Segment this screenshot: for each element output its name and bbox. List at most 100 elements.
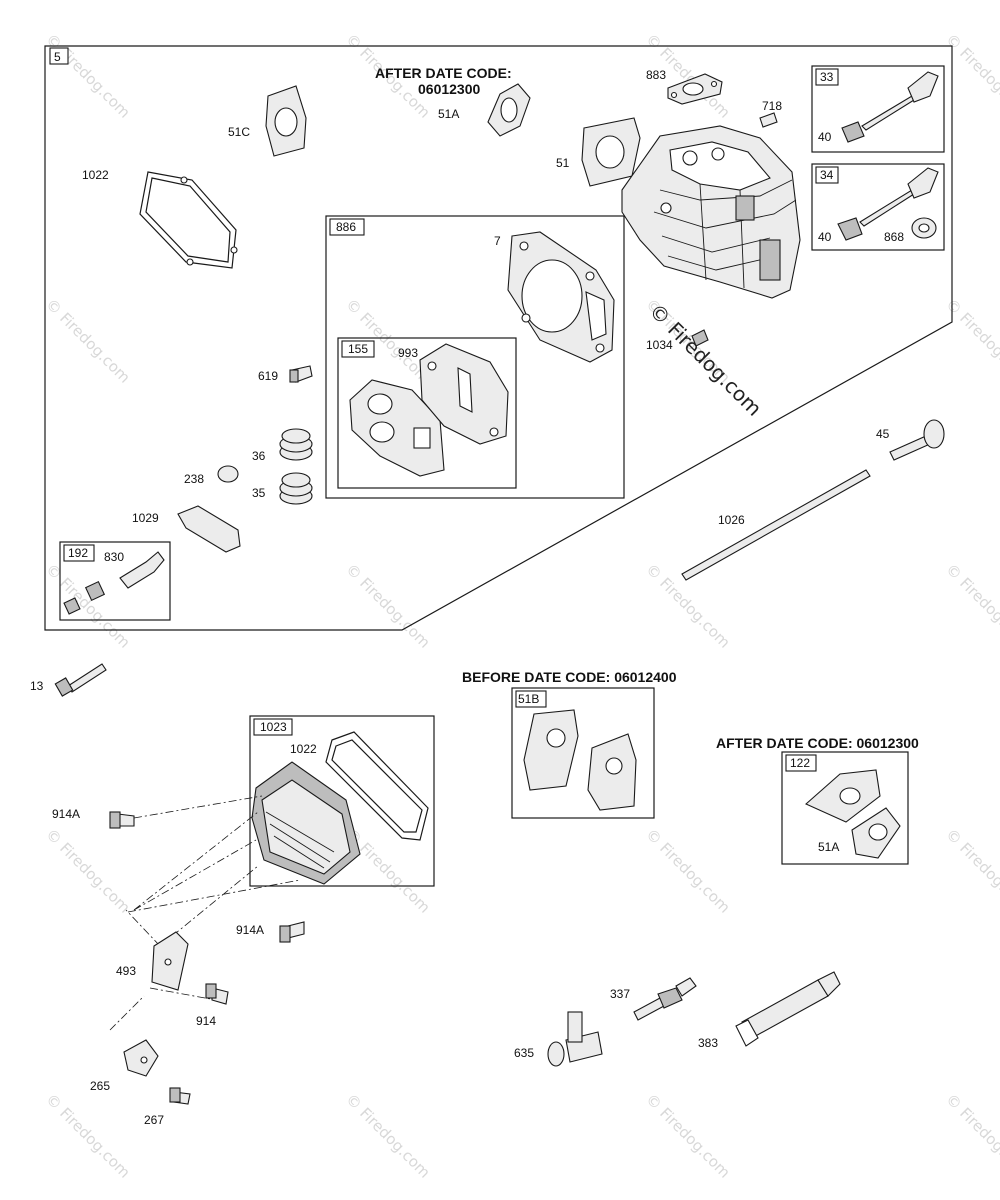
box-1023: [249, 715, 435, 887]
assembly-5-frame: [44, 45, 953, 631]
part-993-gasket: [419, 343, 509, 445]
label-51a-bottom: 51A: [818, 840, 839, 854]
box-label-122: 122: [790, 756, 810, 770]
watermark-layer: © Firedog.com © Firedog.com © Firedog.com ©…: [42, 30, 1000, 1182]
label-337: 337: [610, 987, 630, 1001]
label-1022-top: 1022: [82, 168, 109, 182]
box-label-886: 886: [336, 220, 356, 234]
watermark-text: © Firedog.com: [942, 825, 1000, 917]
part-718-pin: [759, 112, 778, 128]
part-1034-stud: [691, 329, 709, 347]
part-337-spark-plug: [633, 977, 697, 1021]
label-238: 238: [184, 472, 204, 486]
label-830: 830: [104, 550, 124, 564]
after-date-header-top: AFTER DATE CODE:: [375, 65, 512, 81]
watermark-text: © Firedog.com: [942, 295, 1000, 387]
part-155-plate: [349, 379, 445, 477]
box-34-tag: [815, 166, 839, 184]
label-914a-bottom: 914A: [236, 923, 264, 937]
label-718: 718: [762, 99, 782, 113]
part-51a-gasket: [487, 83, 531, 137]
part-830-adjuster: [63, 551, 165, 615]
watermark-text: © Firedog.com: [642, 1090, 734, 1182]
box-33-tag: [815, 68, 839, 86]
part-1022-rocker-gasket: [139, 171, 238, 269]
watermark-text: © Firedog.com: [42, 1090, 134, 1182]
label-993: 993: [398, 346, 418, 360]
watermark-text: © Firedog.com: [42, 825, 134, 917]
part-265-clip: [123, 1039, 159, 1077]
part-7-head-gasket: [507, 231, 615, 363]
box-122: [781, 751, 909, 865]
box-label-155: 155: [348, 342, 368, 356]
box-886: [325, 215, 625, 499]
label-51c: 51C: [228, 125, 250, 139]
label-868: 868: [884, 230, 904, 244]
label-883: 883: [646, 68, 666, 82]
label-1022-lower: 1022: [290, 742, 317, 756]
label-13: 13: [30, 679, 44, 693]
part-34-valve: [837, 167, 939, 241]
label-619: 619: [258, 369, 278, 383]
label-1034: 1034: [646, 338, 673, 352]
part-493-bracket: [151, 931, 189, 991]
label-35: 35: [252, 486, 266, 500]
box-label-51b: 51B: [518, 692, 539, 706]
part-635-fitting: [547, 1011, 603, 1067]
box-886-tag: [329, 218, 365, 236]
part-914a-screw-top: [109, 811, 135, 829]
part-122-gasket: [804, 769, 901, 859]
label-635: 635: [514, 1046, 534, 1060]
box-122-tag: [785, 754, 817, 772]
box-label-192: 192: [68, 546, 88, 560]
label-493: 493: [116, 964, 136, 978]
watermark-text: © Firedog.com: [42, 560, 134, 652]
box-51b: [511, 687, 655, 819]
box-label-34: 34: [820, 168, 834, 182]
part-914a-screw-bottom: [279, 921, 305, 943]
part-1029-rocker: [177, 505, 241, 553]
label-914a-top: 914A: [52, 807, 80, 821]
label-51a-top: 51A: [438, 107, 459, 121]
watermark-text: © Firedog.com: [42, 295, 134, 387]
part-1022-gasket-lower: [325, 731, 429, 841]
leader-lines: [109, 795, 301, 1031]
watermark-text: © Firedog.com: [942, 1090, 1000, 1182]
label-1026: 1026: [718, 513, 745, 527]
label-265: 265: [90, 1079, 110, 1093]
part-35-spring: [279, 472, 313, 505]
part-51c-gasket: [265, 85, 307, 157]
part-rocker-cover: [251, 761, 361, 885]
after-date-header-right: AFTER DATE CODE: 06012300: [716, 735, 919, 751]
part-45-tappet: [889, 419, 945, 461]
label-1029: 1029: [132, 511, 159, 525]
label-267: 267: [144, 1113, 164, 1127]
part-238-cap: [217, 465, 239, 483]
label-7: 7: [494, 234, 501, 248]
part-914-screw: [205, 983, 229, 1005]
box-5-tag: [49, 47, 69, 65]
watermark-text: © Firedog.com: [42, 30, 134, 122]
box-label-5: 5: [54, 50, 61, 64]
watermark-text: © Firedog.com: [342, 1090, 434, 1182]
part-267-screw: [169, 1087, 191, 1105]
watermark-text: © Firedog.com: [642, 825, 734, 917]
watermark-text: © Firedog.com: [942, 560, 1000, 652]
part-51-gasket: [581, 117, 641, 187]
box-label-1023: 1023: [260, 720, 287, 734]
box-192: [59, 541, 171, 621]
box-155: [337, 337, 517, 489]
watermark-text: © Firedog.com: [942, 30, 1000, 122]
box-label-33: 33: [820, 70, 834, 84]
part-13-bolt: [54, 663, 107, 697]
box-192-tag: [63, 544, 95, 562]
box-1023-tag: [253, 718, 293, 736]
part-883-gasket: [667, 73, 723, 105]
cylinder-head-casting: [621, 125, 801, 299]
part-33-valve: [841, 71, 939, 143]
label-914: 914: [196, 1014, 216, 1028]
label-36: 36: [252, 449, 266, 463]
part-36-spring: [279, 428, 313, 461]
part-383-tool: [735, 971, 841, 1047]
